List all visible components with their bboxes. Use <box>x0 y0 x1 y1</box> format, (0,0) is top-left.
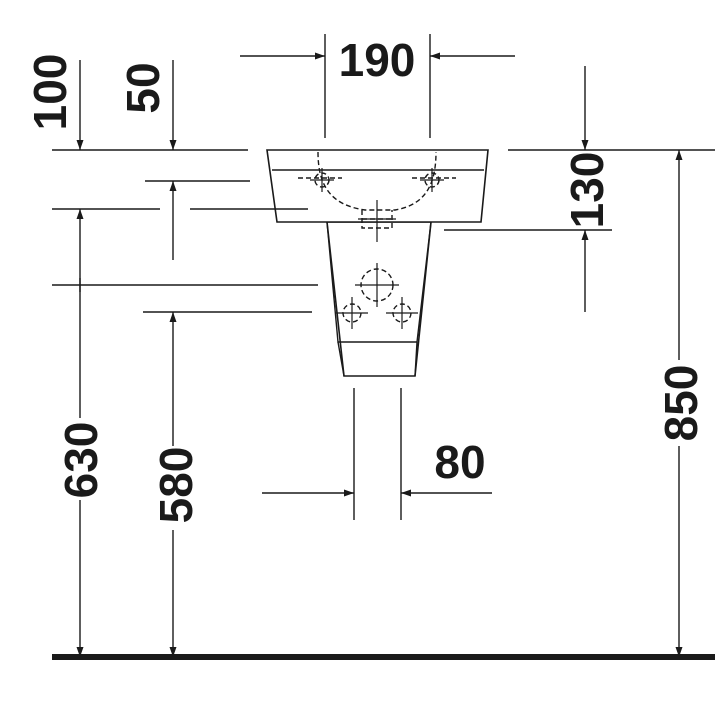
supply-pipe-right-icon <box>386 297 418 329</box>
dim-580-label: 580 <box>150 447 202 524</box>
fixing-hole-left-icon <box>310 168 334 192</box>
dim-130-label: 130 <box>561 152 613 229</box>
dim-630-label: 630 <box>55 422 107 499</box>
dim-50-label: 50 <box>117 62 169 113</box>
dim-80-label: 80 <box>434 436 485 488</box>
washbasin <box>266 149 489 520</box>
waste-pipe-icon <box>355 263 399 307</box>
dim-850-label: 850 <box>655 365 707 442</box>
dim-190-label: 190 <box>339 34 416 86</box>
dim-100-label: 100 <box>24 54 76 131</box>
pedestal-lower-edge <box>337 341 418 377</box>
pedestal <box>326 221 432 377</box>
fixing-hole-right-icon <box>420 168 444 192</box>
supply-pipe-left-icon <box>336 297 368 329</box>
pedestal-inner-edge <box>326 221 432 343</box>
dimension-lines <box>76 52 683 657</box>
drain-center-icon <box>358 200 396 242</box>
